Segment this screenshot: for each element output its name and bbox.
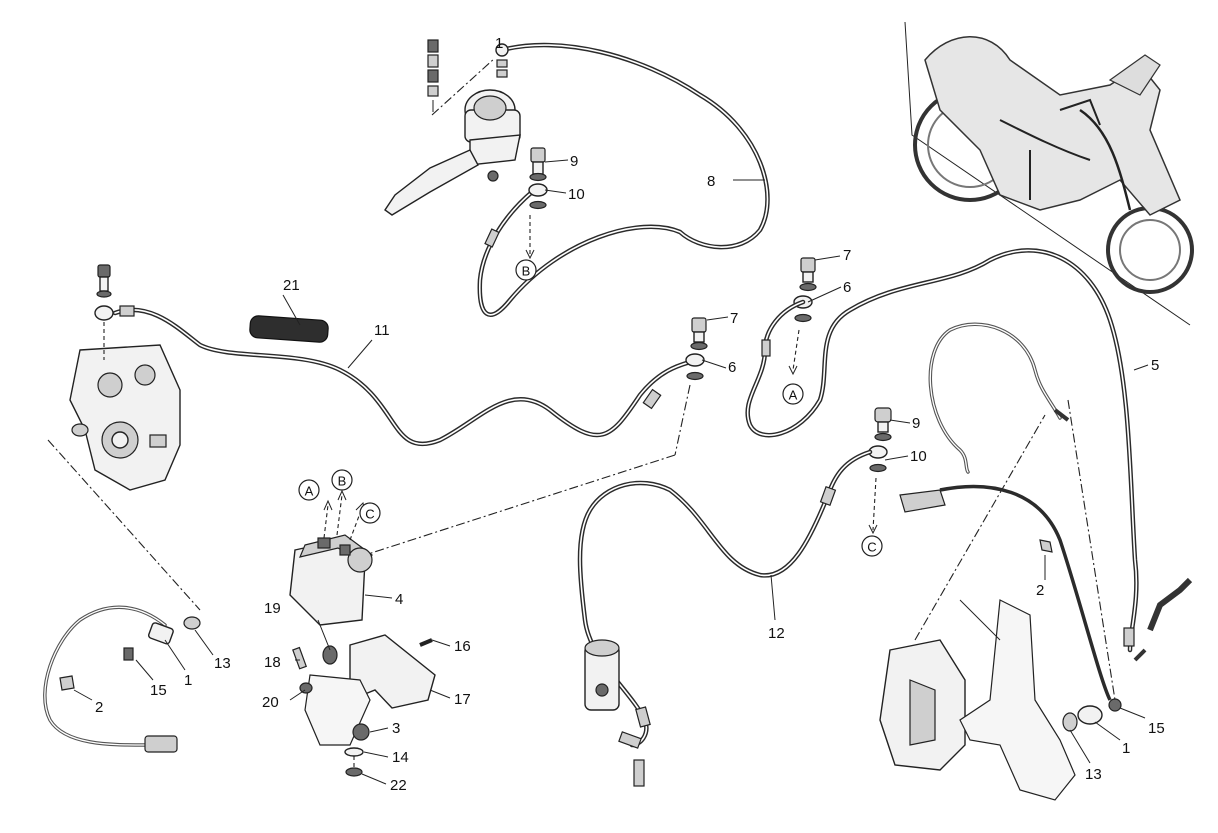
master-cylinder-screws — [427, 39, 496, 116]
ref-a-hose: A — [789, 388, 798, 403]
hose-12 — [577, 449, 873, 748]
rear-brake-master-cylinder — [584, 639, 645, 787]
callout-9-lower: 9 — [912, 415, 920, 432]
callout-16: 16 — [454, 638, 471, 655]
hose-sleeve-21 — [249, 315, 329, 343]
callout-21: 21 — [283, 277, 300, 294]
callout-17: 17 — [454, 691, 471, 708]
ref-c-abs: C — [365, 507, 374, 522]
callout-7-right: 7 — [843, 247, 851, 264]
callout-6-mid: 6 — [728, 359, 736, 376]
hose-8 — [477, 42, 770, 317]
banjo-bolt-9-upper — [525, 147, 548, 260]
banjo-bolt-7-mid — [674, 317, 708, 456]
speed-sensor-cable-right — [928, 322, 1070, 474]
callout-12: 12 — [768, 625, 785, 642]
abs-bracket-17 — [292, 634, 436, 777]
callout-2-left: 2 — [95, 699, 103, 716]
callout-15-left: 15 — [150, 682, 167, 699]
front-brake-master-cylinder — [384, 89, 521, 216]
callout-18: 18 — [264, 654, 281, 671]
banjo-bolt-9-lower — [868, 407, 892, 535]
callout-14: 14 — [392, 749, 409, 766]
callout-13-right: 13 — [1085, 766, 1102, 783]
right-front-caliper-fork — [879, 399, 1193, 801]
callout-2-right: 2 — [1036, 582, 1044, 599]
ref-b-abs: B — [338, 474, 347, 489]
hose-5 — [745, 248, 1139, 653]
left-front-caliper — [69, 264, 181, 491]
callout-11: 11 — [374, 322, 390, 339]
abs-link-line — [364, 454, 676, 556]
ref-b-master: B — [522, 264, 531, 279]
callout-10-upper: 10 — [568, 186, 585, 203]
callout-15-right: 15 — [1148, 720, 1165, 737]
caliper-alignment-line — [47, 439, 201, 611]
callout-labels: 8 9 10 21 11 7 6 7 6 5 9 10 4 16 17 18 1… — [95, 35, 1165, 794]
callout-7-mid: 7 — [730, 310, 738, 327]
abs-modulator-4 — [289, 489, 373, 626]
callout-10-lower: 10 — [910, 448, 927, 465]
hose-11 — [112, 305, 693, 447]
ref-a-abs: A — [305, 484, 314, 499]
banjo-bolt-7-right — [788, 257, 817, 376]
callout-1-left: 1 — [184, 672, 192, 689]
callout-1-top: 1 — [495, 35, 503, 52]
callout-13-left: 13 — [214, 655, 231, 672]
callout-22: 22 — [390, 777, 407, 794]
callout-19: 19 — [264, 600, 281, 617]
leader-lines — [73, 159, 1149, 785]
callout-3: 3 — [392, 720, 400, 737]
callout-5: 5 — [1151, 357, 1159, 374]
speed-sensor-cable-left — [43, 605, 201, 753]
callout-4: 4 — [395, 591, 403, 608]
callout-1-right: 1 — [1122, 740, 1130, 757]
motorcycle-inset — [904, 21, 1194, 326]
ref-c-hose: C — [867, 540, 876, 555]
reference-markers: B A C A B C — [298, 259, 883, 557]
callout-20: 20 — [262, 694, 279, 711]
callout-6-right: 6 — [843, 279, 851, 296]
callout-9-upper: 9 — [570, 153, 578, 170]
callout-8: 8 — [707, 173, 715, 190]
